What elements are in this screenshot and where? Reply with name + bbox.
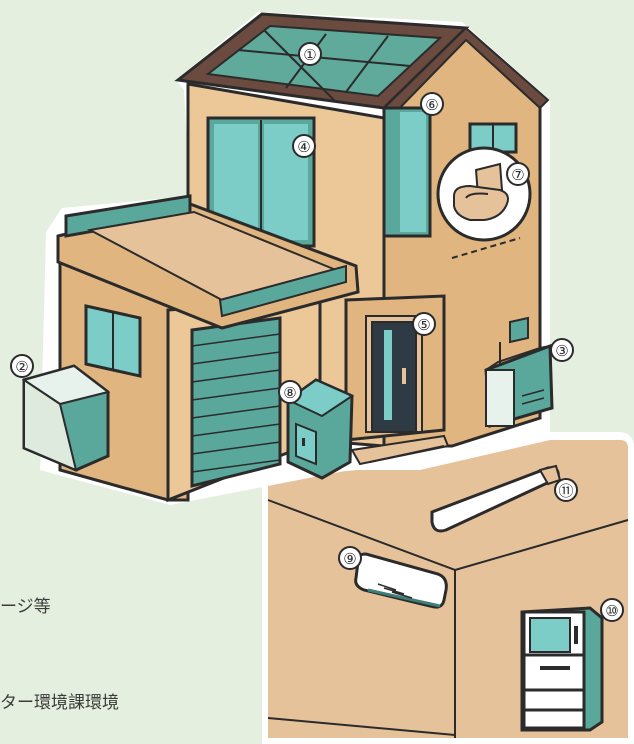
storage-battery-icon <box>24 366 108 470</box>
marker-10: ⑩ <box>601 599 623 621</box>
marker-8: ⑧ <box>279 381 301 403</box>
marker-2: ② <box>11 355 33 377</box>
marker-1: ① <box>299 43 321 65</box>
marker-7: ⑦ <box>507 163 529 185</box>
marker-4: ④ <box>293 135 315 157</box>
svg-text:⑥: ⑥ <box>425 96 438 114</box>
svg-text:⑨: ⑨ <box>343 550 356 568</box>
marker-6: ⑥ <box>421 93 443 115</box>
svg-text:②: ② <box>15 358 28 376</box>
svg-text:⑦: ⑦ <box>511 166 524 184</box>
marker-5: ⑤ <box>413 313 435 335</box>
svg-text:⑧: ⑧ <box>283 384 296 402</box>
svg-text:⑩: ⑩ <box>605 602 618 620</box>
refrigerator-icon <box>522 608 602 730</box>
house <box>24 12 552 505</box>
garage-door-icon <box>192 318 280 486</box>
svg-text:①: ① <box>303 46 316 64</box>
side-window-icon <box>86 306 140 376</box>
marker-3: ③ <box>551 339 573 361</box>
svg-text:④: ④ <box>297 138 310 156</box>
marker-9: ⑨ <box>339 547 361 569</box>
svg-text:③: ③ <box>555 342 568 360</box>
svg-text:⑤: ⑤ <box>417 316 430 334</box>
svg-text:⑪: ⑪ <box>558 482 573 500</box>
marker-11: ⑪ <box>555 479 577 501</box>
slit-window-icon <box>384 108 430 240</box>
